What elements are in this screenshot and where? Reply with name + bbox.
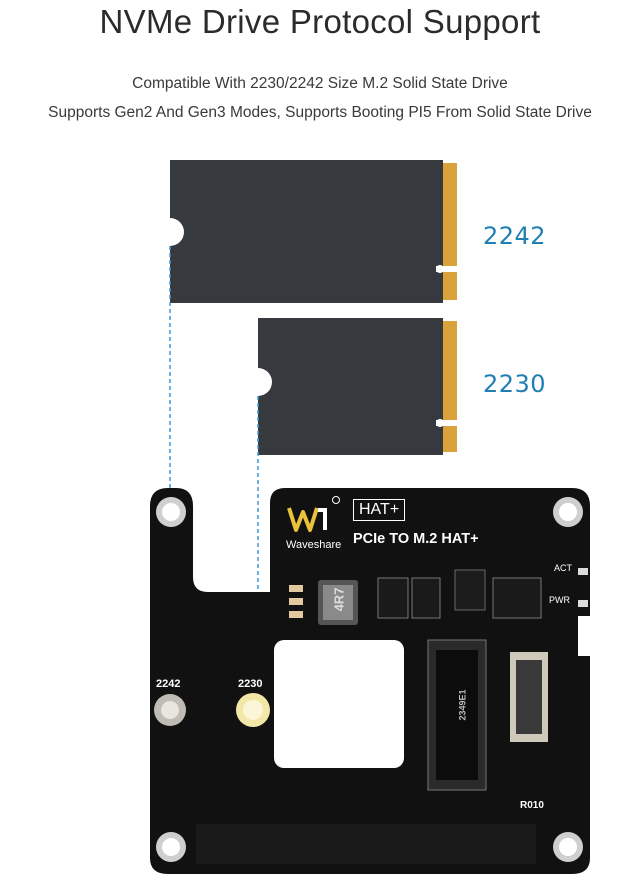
led-pwr-label: PWR — [549, 595, 570, 605]
subtitle-compatibility: Compatible With 2230/2242 Size M.2 Solid… — [132, 75, 508, 92]
ssd-2242-label: 2242 — [483, 222, 547, 250]
ssd-2230 — [258, 318, 458, 455]
gold-contacts-2230 — [443, 321, 457, 452]
ssd-2242 — [170, 160, 458, 303]
brand-name: Waveshare — [286, 539, 342, 551]
gold-contacts-2242 — [443, 163, 457, 300]
hole-2230-label: 2230 — [238, 678, 263, 690]
hat-badge: HAT+ — [353, 499, 406, 521]
inductor-mark: 4R7 — [331, 587, 347, 612]
waveshare-logo-icon — [287, 496, 340, 532]
product-name: PCIe TO M.2 HAT+ — [353, 531, 479, 547]
resistor-mark: R010 — [520, 800, 544, 811]
ssd-2230-label: 2230 — [483, 370, 547, 398]
hole-2242-label: 2242 — [156, 678, 181, 690]
page-title: NVMe Drive Protocol Support — [99, 3, 541, 40]
led-act-label: ACT — [554, 563, 572, 573]
chip-mark: 2349E1 — [457, 689, 468, 721]
pcb-board — [150, 488, 590, 874]
subtitle-modes: Supports Gen2 And Gen3 Modes, Supports B… — [48, 104, 592, 121]
